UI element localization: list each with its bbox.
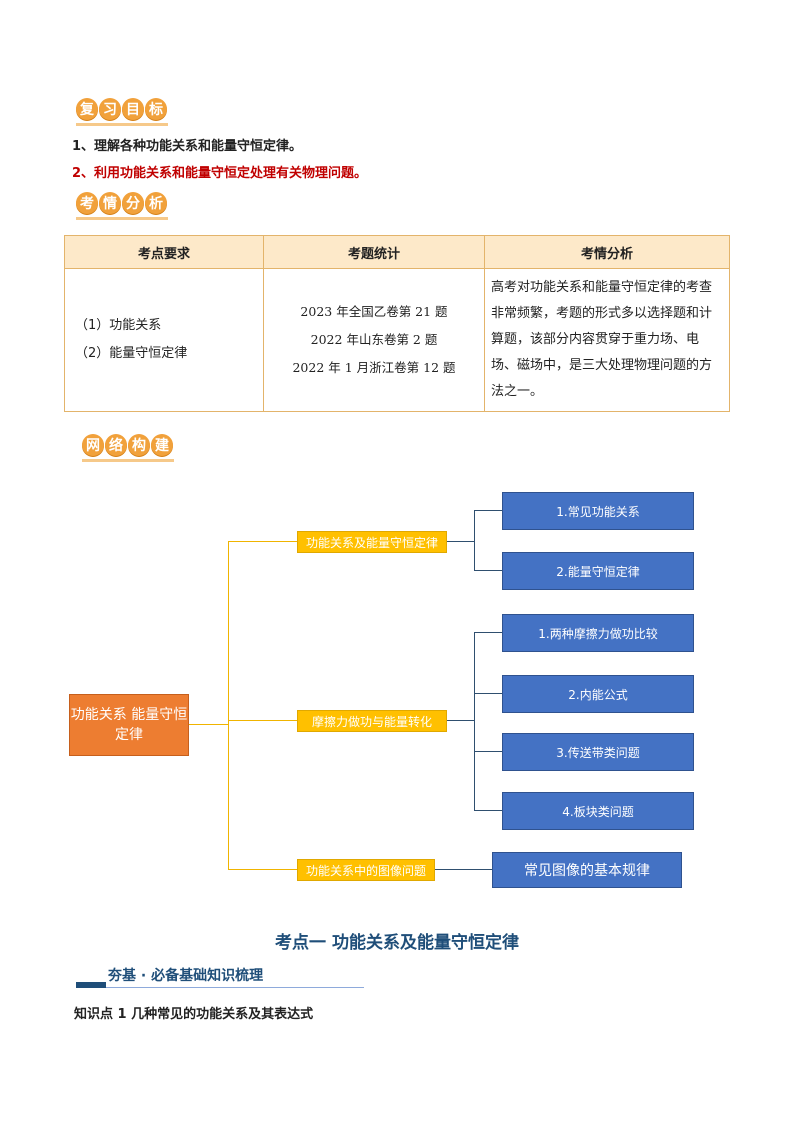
connector-line	[187, 724, 228, 725]
subhead-underline	[106, 987, 364, 988]
table-header: 考题统计	[263, 235, 485, 269]
statistic-item: 2023 年全国乙卷第 21 题	[300, 304, 448, 319]
subhead: 夯基 · 必备基础知识梳理	[108, 968, 264, 984]
badge-char: 析	[145, 192, 167, 214]
badge-char: 分	[122, 192, 144, 214]
section-badge-review: 复 习 目 标	[76, 96, 168, 126]
badge-char: 网	[82, 434, 104, 456]
connector-line	[474, 632, 475, 811]
goal-item-1: 1、理解各种功能关系和能量守恒定律。	[72, 139, 303, 154]
connector-line	[446, 720, 474, 721]
exam-analysis-table: 考点要求 考题统计 考情分析 （1）功能关系 （2）能量守恒定律 2023 年全…	[64, 235, 730, 412]
connector-line	[474, 810, 502, 811]
connector-line	[474, 510, 502, 511]
subhead-bar	[76, 982, 106, 988]
mindmap-leaf-node: 3.传送带类问题	[502, 733, 694, 771]
badge-char: 建	[151, 434, 173, 456]
mindmap-branch-node: 摩擦力做功与能量转化	[297, 710, 447, 732]
statistics-cell: 2023 年全国乙卷第 21 题 2022 年山东卷第 2 题 2022 年 1…	[263, 268, 485, 412]
statistic-item: 2022 年 1 月浙江卷第 12 题	[292, 360, 456, 375]
connector-line	[474, 693, 502, 694]
connector-line	[474, 632, 502, 633]
badge-char: 习	[99, 98, 121, 120]
connector-line	[228, 720, 297, 721]
table-header: 考点要求	[64, 235, 264, 269]
badge-char: 考	[76, 192, 98, 214]
mindmap-branch-node: 功能关系及能量守恒定律	[297, 531, 447, 553]
connector-line	[474, 751, 502, 752]
badge-underline	[76, 217, 168, 220]
connector-line	[228, 541, 297, 542]
mindmap-leaf-node: 2.能量守恒定律	[502, 552, 694, 590]
section-title: 考点一 功能关系及能量守恒定律	[275, 933, 519, 953]
statistic-item: 2022 年山东卷第 2 题	[310, 332, 438, 347]
analysis-cell: 高考对功能关系和能量守恒定律的考查非常频繁，考题的形式多以选择题和计算题，该部分…	[484, 268, 730, 412]
connector-line	[474, 570, 502, 571]
connector-line	[228, 541, 229, 870]
connector-line	[434, 869, 492, 870]
badge-char: 标	[145, 98, 167, 120]
badge-underline	[82, 459, 174, 462]
knowledge-point-heading: 知识点 1 几种常见的功能关系及其表达式	[74, 1007, 314, 1022]
requirement-item: （1）功能关系	[75, 318, 162, 333]
mindmap-leaf-node: 2.内能公式	[502, 675, 694, 713]
table-row: （1）功能关系 （2）能量守恒定律 2023 年全国乙卷第 21 题 2022 …	[64, 268, 730, 412]
requirements-cell: （1）功能关系 （2）能量守恒定律	[64, 268, 264, 412]
section-badge-network: 网 络 构 建	[82, 432, 174, 462]
requirement-item: （2）能量守恒定律	[75, 346, 188, 361]
badge-char: 目	[122, 98, 144, 120]
goal-item-2: 2、利用功能关系和能量守恒定处理有关物理问题。	[72, 166, 368, 181]
badge-underline	[76, 123, 168, 126]
mindmap-branch-node: 功能关系中的图像问题	[297, 859, 435, 881]
badge-char: 络	[105, 434, 127, 456]
badge-char: 情	[99, 192, 121, 214]
section-badge-analysis: 考 情 分 析	[76, 190, 168, 220]
mindmap-leaf-node: 1.两种摩擦力做功比较	[502, 614, 694, 652]
connector-line	[446, 541, 474, 542]
mindmap-leaf-node: 1.常见功能关系	[502, 492, 694, 530]
mindmap-root-node: 功能关系 能量守恒定律	[69, 694, 189, 756]
badge-char: 构	[128, 434, 150, 456]
table-header: 考情分析	[484, 235, 730, 269]
mindmap-leaf-node: 常见图像的基本规律	[492, 852, 682, 888]
badge-char: 复	[76, 98, 98, 120]
mindmap-leaf-node: 4.板块类问题	[502, 792, 694, 830]
table-header-row: 考点要求 考题统计 考情分析	[64, 235, 730, 269]
connector-line	[228, 869, 297, 870]
connector-line	[474, 510, 475, 571]
